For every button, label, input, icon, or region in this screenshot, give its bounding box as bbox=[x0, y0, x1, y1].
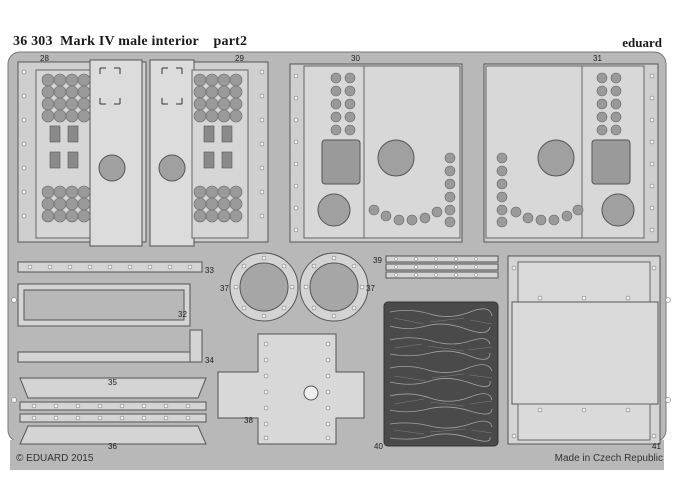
part-40 bbox=[383, 301, 499, 447]
part-label-35: 35 bbox=[108, 378, 117, 387]
brand-logo: eduard bbox=[622, 35, 662, 50]
part-label-36: 36 bbox=[108, 442, 117, 451]
part-33 bbox=[17, 261, 203, 273]
part-label-30: 30 bbox=[351, 54, 360, 63]
part-38 bbox=[217, 333, 365, 445]
part-label-38: 38 bbox=[244, 416, 253, 425]
part-label-37-left: 37 bbox=[220, 284, 229, 293]
copyright-text: © EDUARD 2015 bbox=[16, 453, 94, 464]
part-label-28: 28 bbox=[40, 54, 49, 63]
part-label-31: 31 bbox=[593, 54, 602, 63]
part-35 bbox=[19, 377, 207, 411]
part-39 bbox=[385, 255, 499, 279]
product-code: 36 303 bbox=[13, 34, 53, 49]
fret-bottom-strip bbox=[10, 440, 664, 470]
fret-holes bbox=[11, 297, 671, 403]
sheet-title: 36 303 Mark IV male interior part2 bbox=[13, 34, 247, 50]
part-30 bbox=[289, 63, 463, 243]
part-28 bbox=[17, 59, 147, 247]
part-36 bbox=[19, 413, 207, 445]
product-title: Mark IV male interior bbox=[60, 34, 199, 49]
part-41 bbox=[507, 255, 661, 445]
origin-text: Made in Czech Republic bbox=[554, 453, 663, 464]
part-label-41: 41 bbox=[652, 442, 661, 451]
part-label-33: 33 bbox=[205, 266, 214, 275]
part-label-37-right: 37 bbox=[366, 284, 375, 293]
part-31 bbox=[483, 63, 659, 243]
part-label-32: 32 bbox=[178, 310, 187, 319]
part-label-34: 34 bbox=[205, 356, 214, 365]
part-label-39: 39 bbox=[373, 256, 382, 265]
part-37 bbox=[229, 252, 369, 322]
product-part: part2 bbox=[213, 34, 248, 49]
part-34 bbox=[17, 329, 203, 363]
part-label-40: 40 bbox=[374, 442, 383, 451]
part-label-29: 29 bbox=[235, 54, 244, 63]
part-32 bbox=[17, 283, 191, 327]
part-29 bbox=[149, 59, 269, 247]
